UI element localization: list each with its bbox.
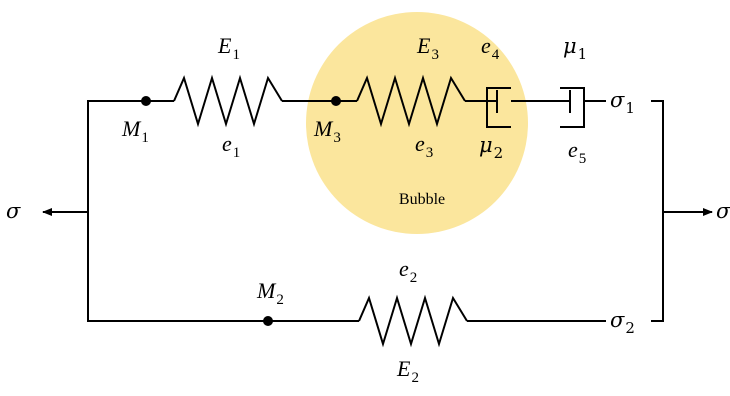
stress-left-label: σ [6,199,21,223]
node-m3 [331,96,341,106]
label-sigma1: σ1 [610,88,635,117]
label-sigma2: σ2 [610,308,635,337]
dashpot-mu1 [560,87,585,128]
spring-e1 [173,74,283,128]
node-m2 [263,316,273,326]
label-e1-lower: e1 [222,131,240,161]
dashpot-mu2 [486,87,511,128]
node-m1 [141,96,151,106]
left-frame-wire [87,100,268,322]
label-e1-upper: E1 [217,33,240,63]
label-mu2: μ2 [479,133,503,162]
label-e2-upper: e2 [399,256,417,286]
label-e5: e5 [568,137,586,167]
label-e4: e4 [481,33,500,63]
bubble-region [306,12,528,234]
spring-e3 [356,74,466,128]
right-frame-wire [651,100,664,322]
spring-e2 [358,294,468,348]
label-e3-upper: E3 [416,33,439,63]
stress-right-label: σ [716,199,730,223]
label-m2: M2 [256,278,284,308]
label-m1: M1 [121,116,149,146]
label-e3-lower: e3 [415,131,433,161]
bubble-label: Bubble [399,191,445,208]
label-e2-lower: E2 [396,356,419,386]
label-m3: M3 [313,116,341,146]
label-mu1: μ1 [563,34,587,63]
